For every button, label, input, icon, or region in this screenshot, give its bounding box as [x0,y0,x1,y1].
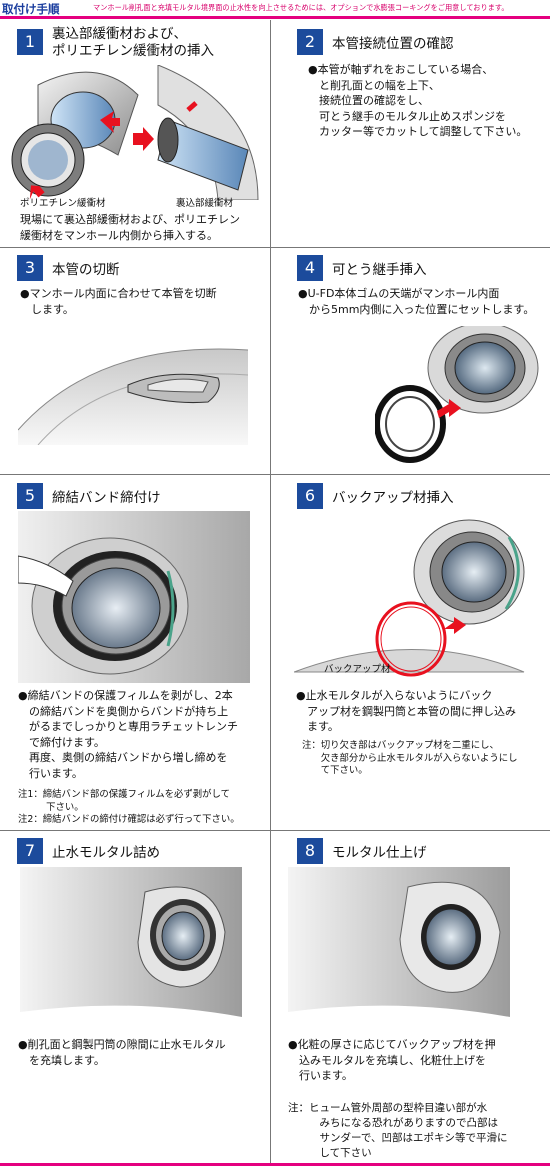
step-6: 6 バックアップ材挿入 バックアップ材 ●止水モルタルが入らないようにバック ア… [280,475,550,830]
label-backup-material: バックアップ材 [324,664,391,675]
row-divider [0,247,550,248]
insertion-illustration [11,65,259,200]
step-body: ●本管が軸ずれをおこしている場合、 と削孔面との幅を上下、 接続位置の確認をし、… [308,63,528,138]
step-8: 8 モルタル仕上げ ●化粧の厚さに応じてバックアップ材を押 込みモルタルを充填し… [280,831,550,1163]
step-body: 現場にて裏込部緩衝材および、ポリエチレン 緩衝材をマンホール内側から挿入する。 [20,213,240,242]
step-3: 3 本管の切断 ●マンホール内面に合わせて本管を切断 します。 [0,248,270,474]
label-backfill-buffer: 裏込部緩衝材 [176,198,234,209]
row-divider [0,474,550,475]
step-body: ●締結バンドの保護フィルムを剥がし、2本 の締結バンドを奥側からバンドが持ち上 … [18,689,238,780]
header-divider [0,16,550,19]
step-1: 1 裏込部緩衝材および、 ポリエチレン緩衝材の挿入 ポリエチレン緩衝材 裏込部緩… [0,20,270,247]
step-notes: 注：ヒューム管外周部の型枠目違い部が水 みちになる恐れがありますので凸部は サン… [288,1102,508,1159]
step-title: モルタル仕上げ [332,845,427,861]
step-7: 7 止水モルタル詰め ●削孔面と鋼製円筒の隙間に止水モルタル を充填します。 [0,831,270,1163]
step-number: 3 [17,255,43,281]
step-number: 2 [297,29,323,55]
backup-insertion-illustration [294,519,525,677]
column-divider [270,20,271,1163]
step-title: 可とう継手挿入 [332,262,427,278]
step-title: バックアップ材挿入 [332,490,454,506]
step-body: ●止水モルタルが入らないようにバック アップ材を鋼製円筒と本管の間に押し込み ま… [296,689,516,733]
footer-divider [0,1163,550,1166]
mortar-filling-illustration [20,867,242,1027]
step-2: 2 本管接続位置の確認 ●本管が軸ずれをおこしている場合、 と削孔面との幅を上下… [280,20,550,247]
step-number: 5 [17,483,43,509]
step-notes: 注1：締結バンド部の保護フィルムを必ず剥がして 下さい。 注2：締結バンドの締付… [18,789,240,825]
step-number: 6 [297,483,323,509]
step-body: ●マンホール内面に合わせて本管を切断 します。 [20,287,217,316]
step-4: 4 可とう継手挿入 ●U-FD本体ゴムの天端がマンホール内面 から5mm内側に入… [280,248,550,474]
step-number: 4 [297,255,323,281]
page-header: 取付け手順 マンホール削孔面と充填モルタル境界面の止水性を向上させるためには、オ… [0,0,550,20]
step-title: 本管接続位置の確認 [332,36,454,52]
step-title: 止水モルタル詰め [52,845,160,861]
step-notes: 注：切り欠き部はバックアップ材を二重にし、 欠き部分から止水モルタルが入らないよ… [302,740,518,776]
step-title: 締結バンド締付け [52,490,161,506]
step-body: ●削孔面と鋼製円筒の隙間に止水モルタル を充填します。 [18,1038,226,1067]
step-number: 8 [297,838,323,864]
step-body: ●U-FD本体ゴムの天端がマンホール内面 から5mm内側に入った位置にセットしま… [298,287,535,316]
step-number: 7 [17,838,43,864]
step-number: 1 [17,29,43,55]
step-body: ●化粧の厚さに応じてバックアップ材を押 込みモルタルを充填し、化粧仕上げを 行い… [288,1038,496,1082]
header-note: マンホール削孔面と充填モルタル境界面の止水性を向上させるためには、オプションで水… [93,3,509,12]
step-5: 5 締結バンド締付け ●締結バンドの保護フィルムを剥がし、2本 の締結バンドを奥… [0,475,270,830]
step-title: 本管の切断 [52,262,120,278]
row-divider [0,830,550,831]
coupling-insertion-illustration [375,326,539,463]
label-polyethylene-buffer: ポリエチレン緩衝材 [20,198,106,209]
step-title: 裏込部緩衝材および、 ポリエチレン緩衝材の挿入 [52,26,214,59]
pipe-cutting-illustration [18,348,248,445]
band-tightening-illustration [18,511,250,683]
page-title: 取付け手順 [2,2,60,16]
mortar-finish-illustration [288,867,510,1027]
